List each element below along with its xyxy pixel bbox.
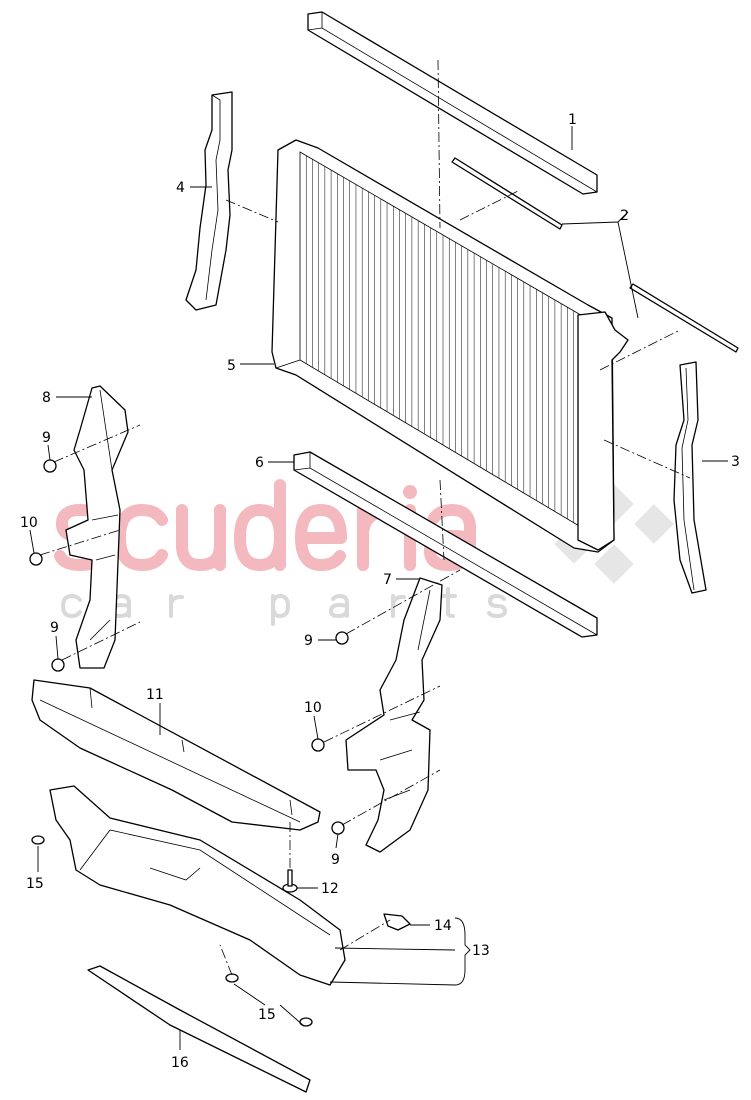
callout-15: 15 bbox=[258, 1007, 276, 1023]
callout-9: 9 bbox=[304, 633, 313, 649]
callout-13: 13 bbox=[472, 943, 490, 959]
callout-14: 14 bbox=[434, 918, 452, 934]
callout-9: 9 bbox=[42, 430, 51, 446]
callout-7: 7 bbox=[383, 572, 392, 588]
part-8-air-guide-left bbox=[65, 385, 129, 669]
part-6-foam-strip-bottom bbox=[293, 451, 598, 638]
part-4-foam-left bbox=[185, 91, 233, 311]
part-5-radiator bbox=[271, 139, 629, 553]
callout-1: 1 bbox=[568, 112, 577, 128]
callout-4: 4 bbox=[176, 180, 185, 196]
callout-12: 12 bbox=[321, 881, 339, 897]
part-11-crossmember-upper bbox=[31, 679, 321, 831]
callout-9: 9 bbox=[331, 852, 340, 868]
part-14-clip bbox=[383, 913, 411, 931]
part-1-foam-strip-top bbox=[307, 11, 598, 195]
callout-6: 6 bbox=[255, 455, 264, 471]
callout-8: 8 bbox=[42, 390, 51, 406]
callout-labels: 1 2 3 4 5 6 7 8 9 10 9 11 9 10 9 12 15 1… bbox=[20, 112, 740, 1071]
callout-16: 16 bbox=[171, 1055, 189, 1071]
callout-9: 9 bbox=[50, 620, 59, 636]
leader-lines bbox=[29, 126, 728, 1050]
callout-3: 3 bbox=[731, 454, 740, 470]
part-13-air-duct-lower bbox=[49, 785, 346, 986]
center-lines bbox=[39, 59, 691, 976]
callout-10: 10 bbox=[20, 515, 38, 531]
part-16-trim-strip bbox=[87, 965, 311, 1093]
fasteners bbox=[29, 459, 349, 1027]
part-3-foam-right bbox=[673, 361, 707, 594]
callout-10: 10 bbox=[304, 700, 322, 716]
callout-15: 15 bbox=[26, 876, 44, 892]
callout-11: 11 bbox=[146, 687, 164, 703]
callout-2: 2 bbox=[620, 208, 629, 224]
watermark-tagline-logo bbox=[61, 587, 507, 626]
part-2-seal-strips bbox=[451, 157, 739, 353]
callout-5: 5 bbox=[227, 358, 236, 374]
part-7-air-guide-right bbox=[345, 577, 443, 853]
